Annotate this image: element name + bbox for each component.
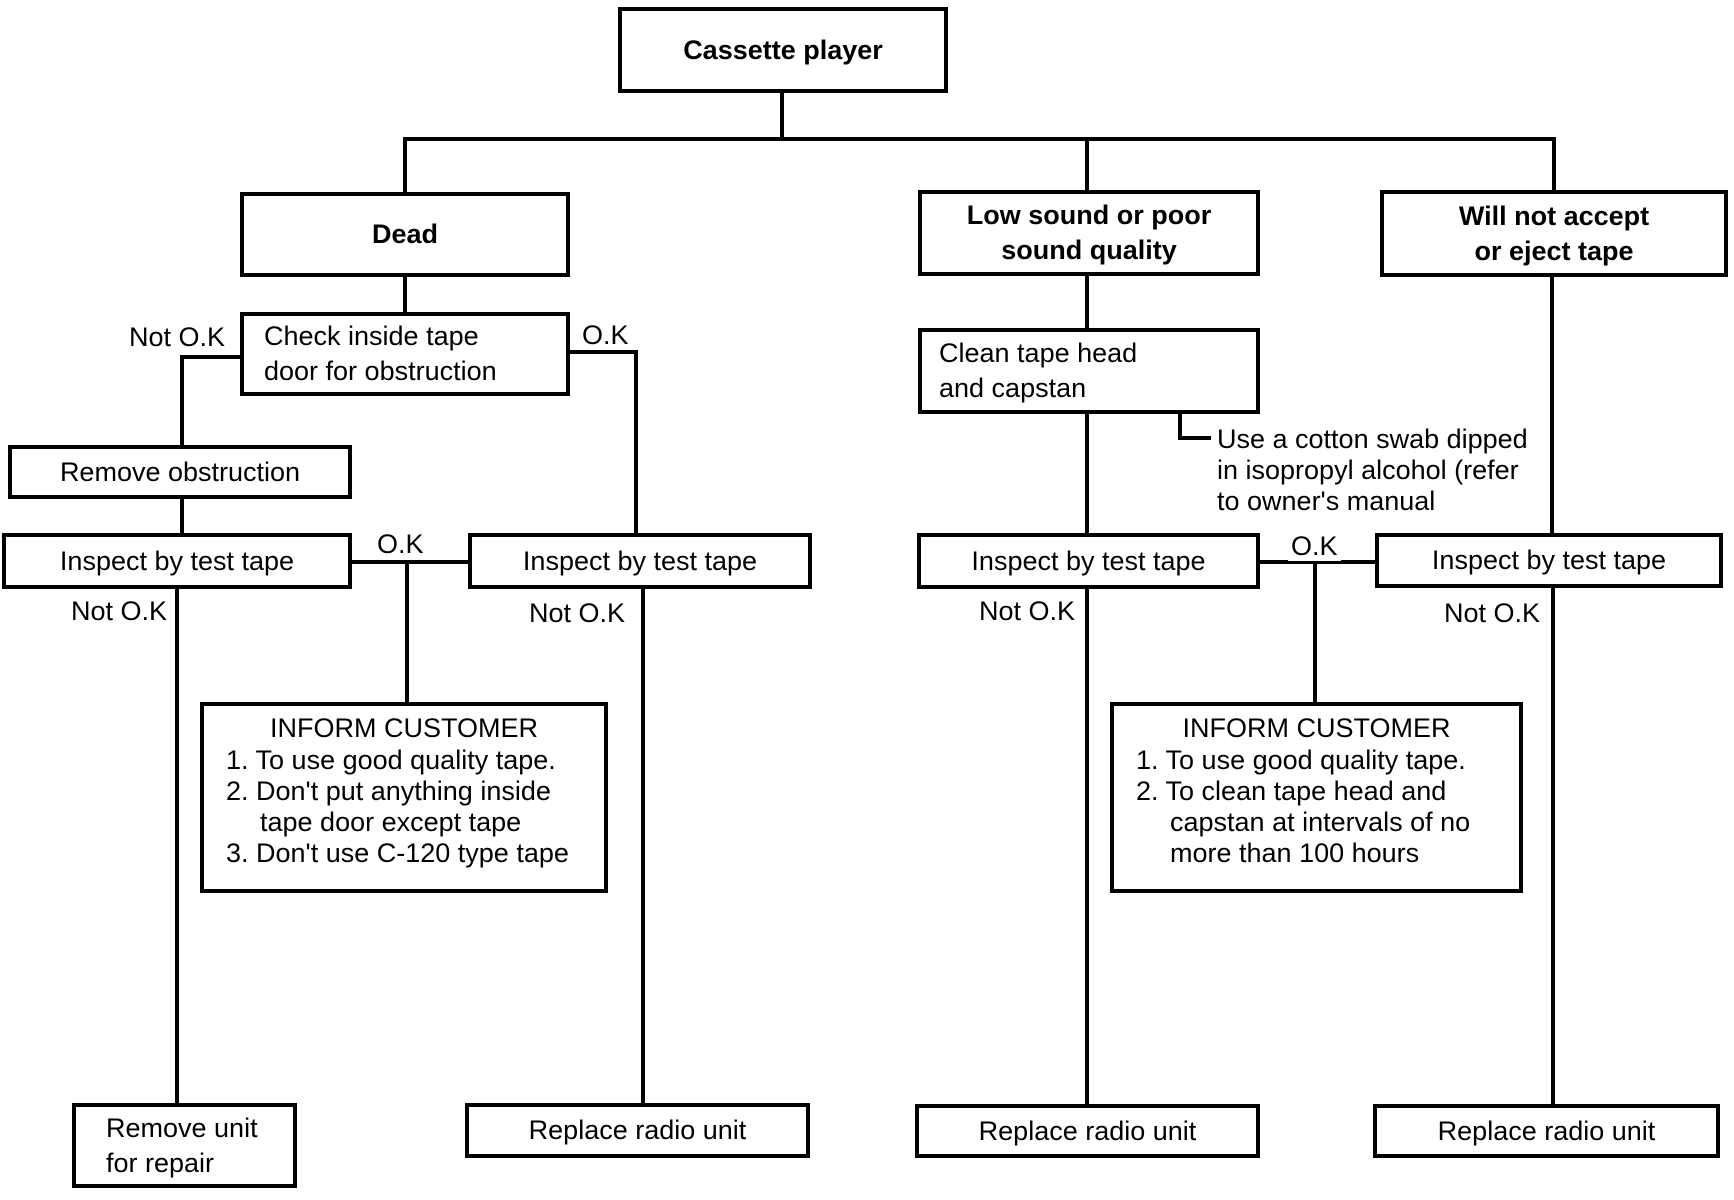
node-replace-radio-unit-2-label: Replace radio unit [978,1115,1197,1146]
node-inspect-test-tape-2-label: Inspect by test tape [522,545,758,576]
node-cassette-player-label: Cassette player [683,34,883,65]
connector-drop-no-accept [1552,137,1556,194]
edge-label-inspect3-ok: O.K [1288,531,1341,561]
connector-top-horizontal [403,137,1556,141]
inform-right-title: INFORM CUSTOMER [1182,713,1451,743]
node-inspect-test-tape-3: Inspect by test tape [917,533,1260,589]
connector-check-ok-h [568,350,638,354]
edge-label-inspect1-not-ok: Not O.K [68,596,171,626]
node-replace-radio-unit-3: Replace radio unit [1373,1104,1720,1158]
node-inform-customer-left: INFORM CUSTOMER 1. To use good quality t… [200,702,608,893]
connector-root-drop [780,92,784,139]
node-check-inside-tape-door-label: Check inside tape door for obstruction [264,321,497,386]
inform-left-item-1: 1. To use good quality tape. [226,745,556,775]
node-inspect-test-tape-4: Inspect by test tape [1375,533,1723,588]
edge-label-check-not-ok: Not O.K [126,322,229,352]
node-inspect-test-tape-1-label: Inspect by test tape [59,545,295,576]
node-cassette-player: Cassette player [618,7,948,93]
connector-inspect4-notok-v [1551,587,1555,1106]
inform-left-items: 1. To use good quality tape. 2. Don't pu… [204,745,604,869]
inform-right-items: 1. To use good quality tape. 2. To clean… [1114,745,1519,869]
node-will-not-accept: Will not accept or eject tape [1380,190,1728,277]
connector-inspect1-ok-h [350,560,470,564]
node-replace-radio-unit-2: Replace radio unit [915,1104,1260,1158]
node-dead: Dead [240,192,570,277]
node-inform-customer-right: INFORM CUSTOMER 1. To use good quality t… [1110,702,1523,893]
inform-left-item-2: 2. Don't put anything inside tape door e… [226,776,551,837]
node-will-not-accept-label: Will not accept or eject tape [1458,200,1650,266]
edge-label-inspect4-not-ok: Not O.K [1441,598,1544,628]
inform-left-title: INFORM CUSTOMER [270,713,538,743]
connector-inspect2-notok-v [641,589,645,1105]
node-inspect-test-tape-4-label: Inspect by test tape [1431,545,1667,575]
node-remove-obstruction-label: Remove obstruction [59,456,301,487]
connector-drop-low-sound [1085,137,1089,194]
connector-clean-to-inspect3 [1085,413,1089,535]
edge-label-inspect1-ok: O.K [374,529,427,559]
node-check-inside-tape-door: Check inside tape door for obstruction [240,312,570,396]
node-inspect-test-tape-2: Inspect by test tape [468,533,812,589]
inform-right-item-2: 2. To clean tape head and capstan at int… [1136,776,1471,868]
connector-low-to-clean [1085,275,1089,330]
edge-label-inspect3-not-ok: Not O.K [976,596,1079,626]
connector-inspect3-ok-h [1258,560,1378,564]
edge-label-check-ok: O.K [579,320,632,350]
inform-right-item-1: 1. To use good quality tape. [1136,745,1466,775]
node-clean-tape-head-label: Clean tape head and capstan [939,338,1138,403]
edge-label-inspect2-not-ok: Not O.K [526,598,629,628]
node-inspect-test-tape-1: Inspect by test tape [2,533,352,589]
node-low-sound: Low sound or poor sound quality [918,190,1260,276]
node-dead-label: Dead [371,219,439,249]
connector-removeobs-to-inspect [180,498,184,535]
node-remove-unit-for-repair-label: Remove unit for repair [106,1112,258,1178]
connector-check-ok-v [634,350,638,535]
node-remove-obstruction: Remove obstruction [8,445,352,499]
node-replace-radio-unit-1-label: Replace radio unit [528,1115,747,1145]
connector-inspect3-ok-drop [1313,560,1317,704]
inform-left-item-3: 3. Don't use C-120 type tape [226,838,569,868]
connector-inspect1-notok-v [175,589,179,1105]
node-inspect-test-tape-3-label: Inspect by test tape [971,545,1206,576]
connector-note-v [1178,413,1182,440]
note-cotton-swab: Use a cotton swab dipped in isopropyl al… [1217,424,1528,516]
connector-inspect1-ok-drop [405,560,409,704]
connector-check-notok-h [180,355,242,359]
node-clean-tape-head: Clean tape head and capstan [918,328,1260,414]
connector-check-notok-v [180,355,184,447]
connector-drop-dead [403,137,407,194]
node-low-sound-label: Low sound or poor sound quality [966,200,1212,265]
node-replace-radio-unit-3-label: Replace radio unit [1437,1115,1656,1146]
node-remove-unit-for-repair: Remove unit for repair [72,1103,297,1188]
node-replace-radio-unit-1: Replace radio unit [465,1103,810,1158]
connector-noaccept-to-inspect4 [1550,277,1554,535]
connector-note-h [1178,436,1211,440]
connector-dead-to-check [403,277,407,314]
connector-inspect3-notok-v [1085,588,1089,1106]
